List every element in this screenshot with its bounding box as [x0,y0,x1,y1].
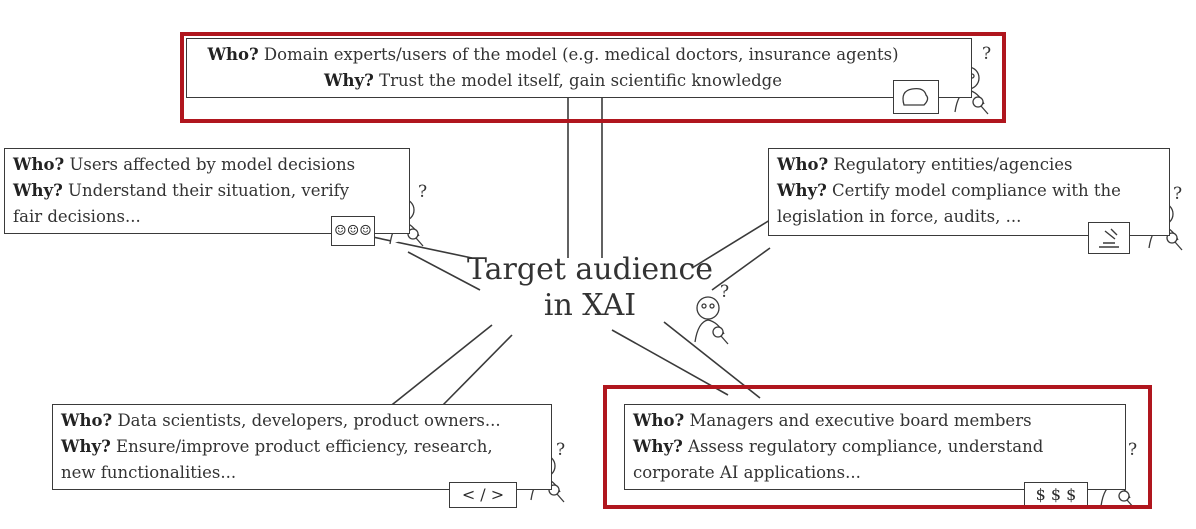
center-title: Target audience in XAI [455,252,725,324]
who-label: Who? [207,45,259,64]
highlight-frame-top [180,32,1006,123]
gavel-icon [1088,222,1130,254]
question-mark-left: ? [418,182,428,202]
managers-box: Who? Managers and executive board member… [624,404,1126,490]
why-label: Why? [324,71,374,90]
affected-users-why: Understand their situation, verify [68,181,350,200]
center-title-line1: Target audience [466,252,714,287]
data-scientists-box: Who? Data scientists, developers, produc… [52,404,552,490]
data-scientists-why-cont: new functionalities... [61,463,237,482]
regulatory-who: Regulatory entities/agencies [833,155,1073,174]
domain-experts-box: Who? Domain experts/users of the model (… [186,38,972,98]
question-mark-bottom-left: ? [556,440,566,460]
question-mark-right: ? [1173,184,1183,204]
person-icon-middle [694,296,729,345]
data-scientists-who: Data scientists, developers, product own… [117,411,501,430]
affected-users-who: Users affected by model decisions [69,155,356,174]
regulatory-box: Who? Regulatory entities/agencies Why? C… [768,148,1170,236]
regulatory-why-cont: legislation in force, audits, ... [777,207,1022,226]
question-mark-bottom-right: ? [1128,440,1138,460]
question-mark-middle: ? [720,282,730,302]
affected-users-why-cont: fair decisions... [13,207,141,226]
people-icon: ☺☺☺ [331,216,375,246]
data-scientists-why: Ensure/improve product efficiency, resea… [116,437,493,456]
regulatory-why: Certify model compliance with the [832,181,1121,200]
brain-icon [893,80,939,114]
managers-why-cont: corporate AI applications... [633,463,861,482]
managers-why: Assess regulatory compliance, understand [688,437,1044,456]
domain-experts-who: Domain experts/users of the model (e.g. … [263,45,899,64]
code-icon: < / > [449,482,517,508]
managers-who: Managers and executive board members [689,411,1032,430]
highlight-frame-bottom-right [603,385,1152,509]
domain-experts-why: Trust the model itself, gain scientific … [379,71,782,90]
center-title-line2: in XAI [543,288,637,323]
question-mark-top: ? [982,44,992,64]
